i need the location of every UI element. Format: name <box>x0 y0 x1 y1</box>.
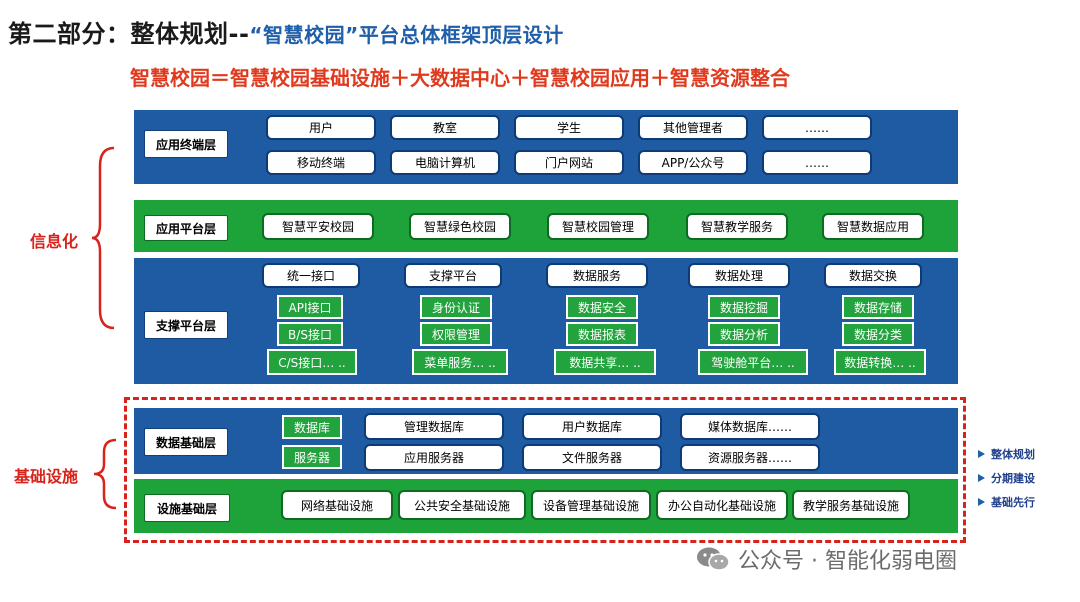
facility-foundation-layer-label: 设施基础层 <box>144 494 230 522</box>
support-platform-layer-label: 支撑平台层 <box>144 311 228 339</box>
app-platform-layer: 应用平台层 智慧平安校园 智慧绿色校园 智慧校园管理 智慧教学服务 智慧数据应用 <box>134 200 958 252</box>
terminal-item: 电脑计算机 <box>390 150 500 175</box>
data-foundation-item: 文件服务器 <box>522 444 662 471</box>
support-item: 权限管理 <box>420 322 492 346</box>
triangle-icon <box>978 450 985 458</box>
legend-item: 基础先行 <box>978 494 1035 510</box>
support-column-head: 数据服务 <box>546 263 648 288</box>
watermark-text: 公众号 · 智能化弱电圈 <box>738 549 957 574</box>
terminal-item: 学生 <box>514 115 624 140</box>
support-item: 数据安全 <box>566 295 638 319</box>
page-title: 第二部分：整体规划--“智慧校园”平台总体框架顶层设计 <box>8 14 564 49</box>
data-foundation-green-item: 服务器 <box>282 445 342 469</box>
facility-item: 公共安全基础设施 <box>398 490 526 520</box>
data-foundation-layer-label: 数据基础层 <box>144 428 228 456</box>
support-platform-layer: 支撑平台层 统一接口 API接口 B/S接口 C/S接口… .. 支撑平台 身份… <box>134 258 958 384</box>
facility-item: 教学服务基础设施 <box>792 490 910 520</box>
support-item: 数据报表 <box>566 322 638 346</box>
wechat-icon <box>697 547 730 571</box>
terminal-item: 其他管理者 <box>638 115 748 140</box>
data-foundation-item: 媒体数据库…… <box>680 413 820 440</box>
formula-text: 智慧校园＝智慧校园基础设施＋大数据中心＋智慧校园应用＋智慧资源整合 <box>130 66 790 90</box>
side-label-infrastructure: 基础设施 <box>14 467 79 486</box>
support-item: API接口 <box>277 295 343 319</box>
support-item: 数据转换… .. <box>834 349 926 375</box>
support-column-head: 支撑平台 <box>404 263 502 288</box>
terminal-item: …… <box>762 150 872 175</box>
support-column-head: 数据处理 <box>688 263 790 288</box>
data-foundation-item: 资源服务器…… <box>680 444 820 471</box>
data-foundation-item: 应用服务器 <box>364 444 504 471</box>
terminal-layer: 应用终端层 用户 教室 学生 其他管理者 …… 移动终端 电脑计算机 门户网站 … <box>134 110 958 184</box>
terminal-item: 教室 <box>390 115 500 140</box>
infrastructure-frame <box>124 397 966 543</box>
infrastructure-brace-icon <box>94 438 117 510</box>
app-platform-item: 智慧平安校园 <box>262 213 374 240</box>
app-platform-item: 智慧校园管理 <box>547 213 649 240</box>
legend-text: 基础先行 <box>991 496 1035 509</box>
support-item: 数据分析 <box>708 322 780 346</box>
facility-item: 办公自动化基础设施 <box>656 490 788 520</box>
support-item: 数据挖掘 <box>708 295 780 319</box>
support-item: 数据存储 <box>842 295 914 319</box>
terminal-item: …… <box>762 115 872 140</box>
app-platform-item: 智慧绿色校园 <box>409 213 511 240</box>
support-column-head: 统一接口 <box>262 263 360 288</box>
facility-item: 网络基础设施 <box>281 490 393 520</box>
support-item: B/S接口 <box>277 322 343 346</box>
support-column-head: 数据交换 <box>824 263 922 288</box>
support-item: 数据分类 <box>842 322 914 346</box>
terminal-item: 移动终端 <box>266 150 376 175</box>
support-item: 数据共享… .. <box>554 349 656 375</box>
terminal-item: 用户 <box>266 115 376 140</box>
support-item: 驾驶舱平台… .. <box>698 349 808 375</box>
data-foundation-green-item: 数据库 <box>282 415 342 439</box>
support-item: 身份认证 <box>420 295 492 319</box>
legend-item: 分期建设 <box>978 470 1035 486</box>
triangle-icon <box>978 474 985 482</box>
title-main: 第二部分：整体规划-- <box>8 20 250 48</box>
data-foundation-layer: 数据基础层 数据库 服务器 管理数据库 用户数据库 媒体数据库…… 应用服务器 … <box>134 408 958 474</box>
facility-foundation-layer: 设施基础层 网络基础设施 公共安全基础设施 设备管理基础设施 办公自动化基础设施… <box>134 479 958 533</box>
terminal-item: APP/公众号 <box>638 150 748 175</box>
triangle-icon <box>978 498 985 506</box>
legend-item: 整体规划 <box>978 446 1035 462</box>
app-platform-item: 智慧教学服务 <box>686 213 788 240</box>
informatization-brace-icon <box>92 146 115 330</box>
facility-item: 设备管理基础设施 <box>531 490 651 520</box>
app-platform-layer-label: 应用平台层 <box>144 215 228 241</box>
side-label-informatization: 信息化 <box>30 232 79 251</box>
data-foundation-item: 用户数据库 <box>522 413 662 440</box>
legend-text: 整体规划 <box>991 448 1035 461</box>
terminal-layer-label: 应用终端层 <box>144 130 228 158</box>
app-platform-item: 智慧数据应用 <box>822 213 924 240</box>
data-foundation-item: 管理数据库 <box>364 413 504 440</box>
support-item: 菜单服务… .. <box>412 349 508 375</box>
terminal-item: 门户网站 <box>514 150 624 175</box>
support-item: C/S接口… .. <box>267 349 357 375</box>
watermark: 公众号 · 智能化弱电圈 <box>696 543 957 575</box>
legend-text: 分期建设 <box>991 472 1035 485</box>
title-subtitle: “智慧校园”平台总体框架顶层设计 <box>249 23 564 47</box>
